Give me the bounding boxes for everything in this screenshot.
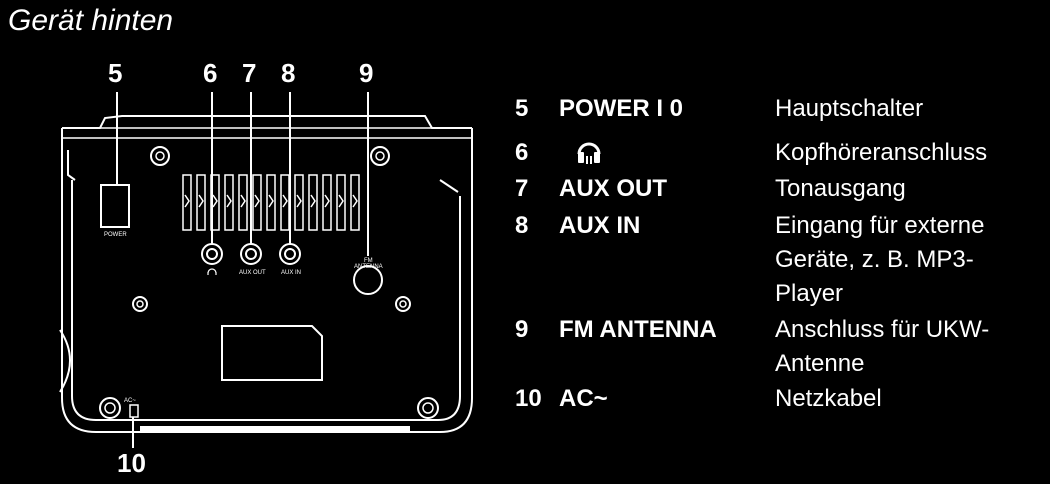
housing-inner-outline xyxy=(71,180,461,421)
legend-description: Kopfhöreranschluss xyxy=(775,136,1045,170)
callout-5: 5 xyxy=(108,58,122,88)
screw-icon xyxy=(370,146,390,166)
legend-description: Netzkabel xyxy=(775,382,1045,416)
screw-icon xyxy=(132,296,148,312)
ac-power-socket: AC~ xyxy=(124,398,139,418)
callout-6: 6 xyxy=(203,58,217,88)
aux-out-jack: AUX OUT xyxy=(239,243,266,276)
screw-icon xyxy=(417,397,439,419)
legend-number: 10 xyxy=(515,385,542,412)
callout-8: 8 xyxy=(281,58,295,88)
callout-lines xyxy=(116,92,369,448)
legend-desc-line: Tonausgang xyxy=(775,175,906,202)
fm-antenna-socket: FM ANTENNA xyxy=(353,258,383,295)
aux-out-label: AUX OUT xyxy=(239,270,266,276)
screw-icon xyxy=(395,296,411,312)
page-title: Gerät hinten xyxy=(8,4,174,37)
legend-description: Eingang für externe Geräte, z. B. MP3- P… xyxy=(775,209,1045,311)
heat-fins xyxy=(182,174,360,231)
legend-number: 6 xyxy=(515,139,529,166)
power-label: POWER xyxy=(104,232,127,238)
headphones-icon xyxy=(576,138,602,176)
legend-desc-line: Hauptschalter xyxy=(775,95,924,122)
legend-name: FM ANTENNA xyxy=(559,316,717,343)
legend-description: Tonausgang xyxy=(775,172,1045,206)
legend-number: 5 xyxy=(515,95,529,122)
label-plate xyxy=(221,325,323,381)
legend-desc-line: Player xyxy=(775,280,844,307)
speaker-edge xyxy=(59,329,71,393)
legend-name: AC~ xyxy=(559,385,608,412)
legend-name: AUX OUT xyxy=(559,175,667,202)
callout-7: 7 xyxy=(242,58,256,88)
legend-description: Anschluss für UKW- Antenne xyxy=(775,313,1045,381)
bottom-bar xyxy=(140,426,410,432)
legend-desc-line: Kopfhöreranschluss xyxy=(775,139,988,166)
aux-in-label: AUX IN xyxy=(281,270,301,276)
legend-number: 9 xyxy=(515,316,529,343)
device-rear-diagram: POWER AUX OUT AUX IN FM ANTENNA xyxy=(59,58,473,478)
aux-in-jack: AUX IN xyxy=(279,243,301,276)
legend-desc-line: Anschluss für UKW- xyxy=(775,316,990,343)
callout-10: 10 xyxy=(117,448,146,478)
top-plate xyxy=(62,115,472,129)
legend-name: AUX IN xyxy=(559,212,641,239)
legend-number: 8 xyxy=(515,212,529,239)
screw-icon xyxy=(99,397,121,419)
fm-label: FM xyxy=(364,258,373,264)
legend-description: Hauptschalter xyxy=(775,92,1045,126)
headphones-icon xyxy=(207,268,217,275)
legend-desc-line: Eingang für externe xyxy=(775,212,985,239)
headphone-jack xyxy=(201,243,223,275)
legend-desc-line: Antenne xyxy=(775,350,865,377)
callout-9: 9 xyxy=(359,58,373,88)
legend-desc-line: Netzkabel xyxy=(775,385,882,412)
legend-desc-line: Geräte, z. B. MP3- xyxy=(775,246,974,273)
housing-outline xyxy=(61,128,473,433)
screw-icon xyxy=(150,146,170,166)
power-switch xyxy=(100,184,130,228)
ac-label: AC~ xyxy=(124,398,136,404)
legend-number: 7 xyxy=(515,175,529,202)
legend-name: POWER I 0 xyxy=(559,95,684,122)
